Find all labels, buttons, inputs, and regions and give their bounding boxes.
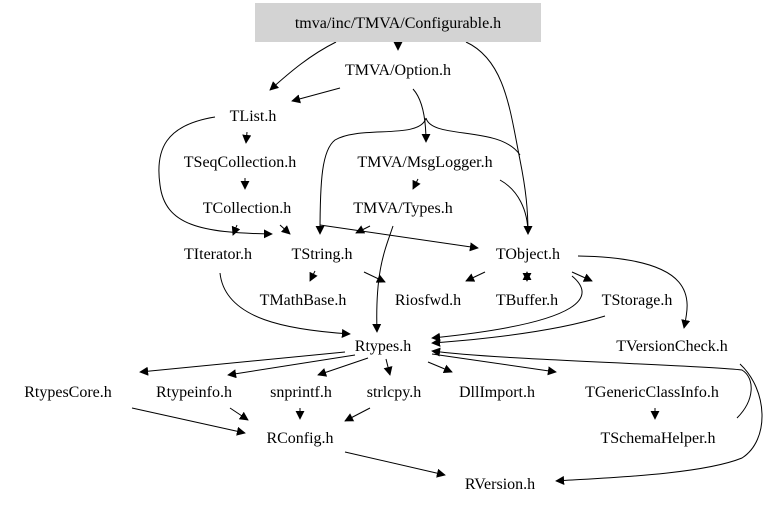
edge-tobject-rtypes xyxy=(431,275,583,342)
node-tversioncheck[interactable]: TVersionCheck.h xyxy=(616,338,728,355)
node-tobject[interactable]: TObject.h xyxy=(496,246,560,263)
nodes: tmva/inc/TMVA/Configurable.h TMVA/Option… xyxy=(24,3,728,493)
root-node-box xyxy=(255,3,541,42)
edge-tstring-riosfwd xyxy=(363,271,386,283)
edge-tstring-tmathbase xyxy=(309,270,318,282)
edge-tobject-tstorage xyxy=(571,271,593,282)
edge-tlist-tseqcollection xyxy=(242,131,252,144)
edge-root-tlist xyxy=(269,41,337,91)
edge-rtypes-rtypescore xyxy=(139,351,346,376)
edge-tobject-tversioncheck xyxy=(577,255,691,329)
node-rversion[interactable]: RVersion.h xyxy=(465,476,535,493)
edge-rtypes-snprintf xyxy=(317,357,369,377)
edge-rtypes-dllimport xyxy=(427,361,453,374)
edge-tobject-riosfwd xyxy=(465,271,486,282)
node-tlist[interactable]: TList.h xyxy=(230,108,277,125)
edge-rtypeinfo-rconfig xyxy=(229,407,249,421)
node-rtypes[interactable]: Rtypes.h xyxy=(355,338,411,355)
node-rtypeinfo[interactable]: Rtypeinfo.h xyxy=(156,384,232,401)
edges xyxy=(131,41,763,485)
node-tbuffer[interactable]: TBuffer.h xyxy=(496,292,558,309)
edge-titerator-rtypes xyxy=(219,272,351,338)
node-strlcpy[interactable]: strlcpy.h xyxy=(367,384,422,401)
edge-tcollection-tobject xyxy=(319,224,479,252)
node-root[interactable]: tmva/inc/TMVA/Configurable.h xyxy=(295,15,501,32)
edge-tlist-tstring xyxy=(158,116,273,239)
node-tstring[interactable]: TString.h xyxy=(292,246,353,263)
node-dllimport[interactable]: DllImport.h xyxy=(459,384,535,401)
node-msglogger[interactable]: TMVA/MsgLogger.h xyxy=(357,154,492,171)
node-rtypescore[interactable]: RtypesCore.h xyxy=(24,384,112,401)
edge-rtypes-tgenericclassinfo xyxy=(431,353,557,376)
edge-option-msglogger xyxy=(412,88,431,143)
edge-option-tobject-branch xyxy=(425,117,521,156)
edge-option-tlist xyxy=(291,87,341,104)
edge-rtypes-strlcpy xyxy=(383,358,393,376)
edge-strlcpy-rconfig xyxy=(344,407,371,422)
edge-rconfig-rversion xyxy=(344,451,446,478)
edge-msglogger-types xyxy=(412,178,421,190)
node-tgenericclassinfo[interactable]: TGenericClassInfo.h xyxy=(585,384,719,401)
edge-root-tobject xyxy=(465,41,533,235)
edge-tcollection-titerator xyxy=(231,224,241,236)
edge-option-tstring xyxy=(315,117,427,235)
node-tmathbase[interactable]: TMathBase.h xyxy=(260,292,347,309)
edge-tstorage-rtypes xyxy=(431,315,606,347)
edge-tcollection-tstring xyxy=(279,224,291,235)
node-snprintf[interactable]: snprintf.h xyxy=(270,384,332,401)
edge-tversioncheck-rversion xyxy=(555,363,763,485)
node-titerator[interactable]: TIterator.h xyxy=(184,246,252,263)
edge-msglogger-tobject xyxy=(499,179,533,235)
edge-rtypes-rtypeinfo xyxy=(227,354,356,379)
node-types[interactable]: TMVA/Types.h xyxy=(353,200,452,217)
node-rconfig[interactable]: RConfig.h xyxy=(266,430,333,447)
node-option[interactable]: TMVA/Option.h xyxy=(345,62,451,79)
edge-types-rtypes xyxy=(372,225,394,333)
node-tcollection[interactable]: TCollection.h xyxy=(203,200,291,217)
edge-types-tstring xyxy=(355,225,371,234)
edge-tschemahelper-rtypes xyxy=(431,347,752,419)
edge-rtypescore-rconfig xyxy=(131,407,246,436)
node-riosfwd[interactable]: Riosfwd.h xyxy=(395,292,461,309)
node-tseqcollection[interactable]: TSeqCollection.h xyxy=(184,154,296,171)
node-tstorage[interactable]: TStorage.h xyxy=(602,292,673,309)
node-tschemahelper[interactable]: TSchemaHelper.h xyxy=(600,430,715,447)
